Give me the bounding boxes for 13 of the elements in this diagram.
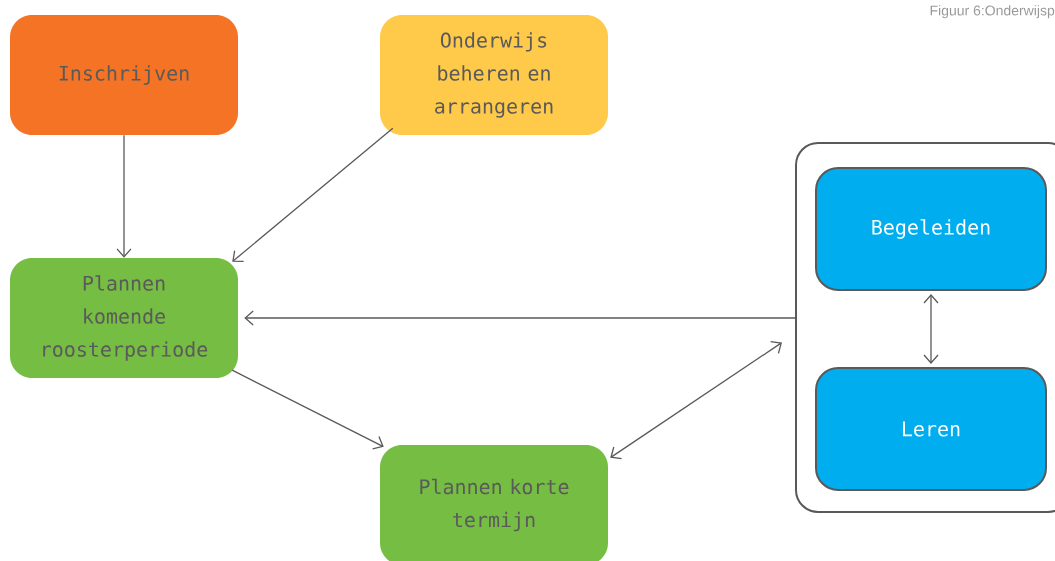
caption: Figuur 6:Onderwijsp [930,5,1055,19]
arrow [232,127,394,263]
arrow [923,294,939,364]
process-box: Begeleiden [815,167,1047,291]
arrow [231,369,384,450]
process-box: Onderwijs beheren en arrangeren [380,15,608,135]
arrow [244,310,796,326]
process-box: Leren [815,367,1047,491]
arrow [610,341,782,460]
process-box: Inschrijven [10,15,238,135]
arrow [116,134,132,258]
process-box: Plannen komende roosterperiode [10,258,238,378]
process-box: Plannen korte termijn [380,445,608,561]
